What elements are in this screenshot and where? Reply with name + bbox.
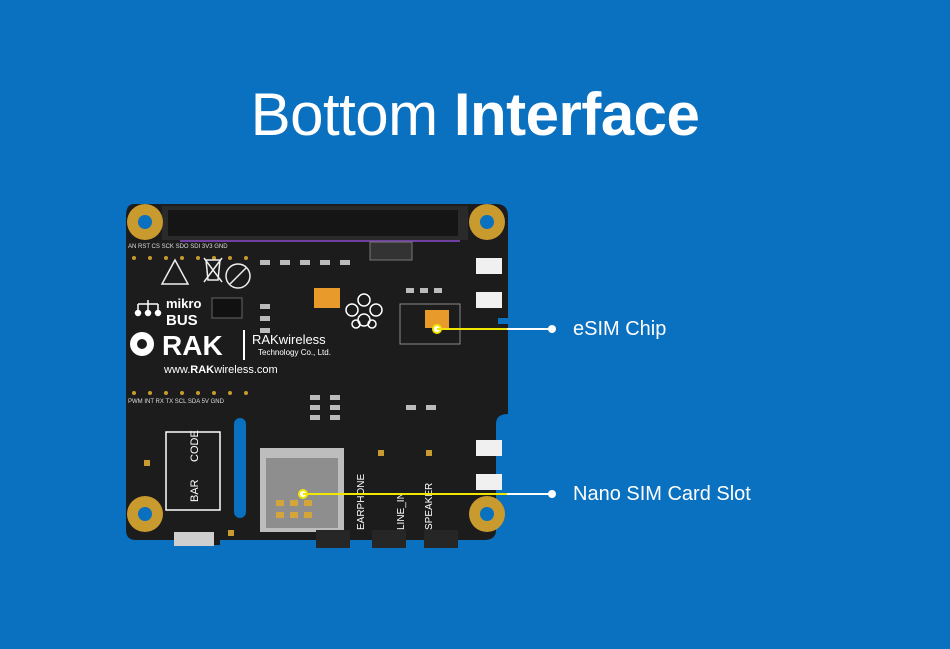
title-bold: Interface	[453, 81, 700, 148]
port-line-in-label: LINE_IN	[396, 492, 407, 530]
port-earphone-label: EARPHONE	[356, 474, 367, 530]
left-header-pins	[132, 256, 248, 395]
edge-pad	[476, 292, 502, 308]
recycle-bin-icon	[203, 257, 223, 283]
audio-jack-speaker	[424, 530, 458, 548]
bar-code-box	[165, 431, 221, 511]
rak-logo-company: RAKwireless	[252, 332, 326, 347]
mounting-hole	[127, 496, 163, 532]
mounting-hole	[469, 204, 505, 240]
edge-pad	[476, 258, 502, 274]
callout-label-esim: eSIM Chip	[573, 318, 667, 340]
qr-chip	[369, 241, 413, 261]
smd-components	[260, 260, 442, 420]
rak-logo-brand: RAK	[162, 330, 223, 361]
bottom-pin-labels: PWM INT RX TX SCL SDA 5V GND	[128, 399, 225, 405]
bar-code-left-text: BAR	[189, 479, 201, 502]
gold-pads	[144, 450, 432, 536]
component-chip	[314, 288, 340, 308]
mounting-hole	[127, 204, 163, 240]
callout-end-dot	[548, 490, 556, 498]
mikrobus-text-top: mikro	[166, 296, 201, 311]
page-title: Bottom Interface	[0, 82, 950, 148]
mounting-hole	[469, 496, 505, 532]
warning-triangle-icon	[160, 258, 190, 285]
port-speaker-label: SPEAKER	[424, 483, 435, 530]
esim-chip-frame	[399, 303, 461, 345]
top-pin-labels: AN RST CS SCK SDO SDI 3V3 GND	[128, 244, 228, 250]
website-text: www.RAKwireless.com	[163, 364, 278, 376]
ic-chip	[211, 297, 243, 319]
mikrobus-text-bottom: BUS	[166, 312, 198, 329]
audio-jack-earphone	[316, 530, 350, 548]
mikrobus-icon	[134, 300, 162, 317]
pin-header-pins	[168, 210, 458, 236]
raspberry-pi-icon	[345, 293, 383, 329]
rak-logo-tagline: Technology Co., Ltd.	[258, 348, 331, 357]
rak-logo-icon	[130, 332, 154, 356]
callout-end-dot	[548, 325, 556, 333]
blue-light-pipe	[234, 418, 246, 518]
audio-jack-line-in	[372, 530, 406, 548]
edge-pad	[476, 474, 502, 490]
no-lead-pb-icon	[225, 263, 251, 289]
callout-label-nano-sim: Nano SIM Card Slot	[573, 483, 751, 505]
sim-contacts	[276, 500, 312, 518]
micro-usb-port	[174, 532, 214, 546]
title-light: Bottom	[250, 81, 439, 148]
bar-code-right-text: CODE	[189, 430, 201, 462]
esim-chip	[425, 310, 449, 328]
edge-pad	[476, 440, 502, 456]
pcb-board: AN RST CS SCK SDO SDI 3V3 GND PWM INT RX…	[126, 204, 508, 548]
